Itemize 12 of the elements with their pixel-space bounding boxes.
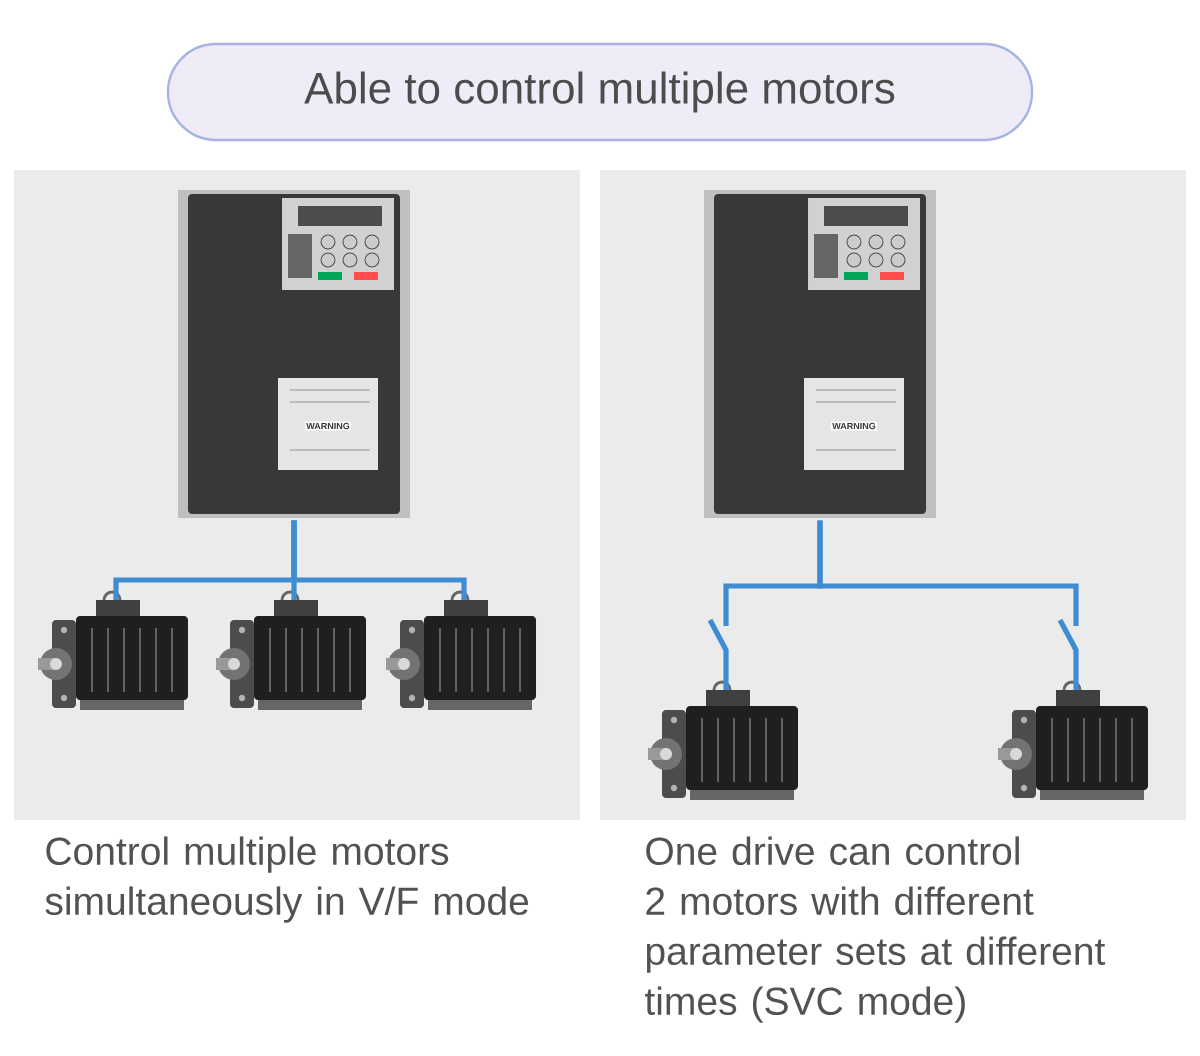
title-banner: Able to control multiple motors <box>166 42 1034 142</box>
cable-line <box>817 517 1079 693</box>
motor-drawing <box>386 590 536 710</box>
drive-drawing <box>704 190 936 518</box>
motor-drawing <box>38 590 188 710</box>
cable-line <box>291 520 467 600</box>
caption-text: Control multiple motors simultaneously in V/F mode <box>45 836 529 923</box>
drive-drawing <box>178 190 410 518</box>
motor-drawing <box>998 680 1148 800</box>
caption-text: One drive can control 2 motors with different parameter sets at different times (SVC mode) <box>645 836 1106 1023</box>
motor-drawing <box>648 680 798 800</box>
motor-drawing <box>216 590 366 710</box>
